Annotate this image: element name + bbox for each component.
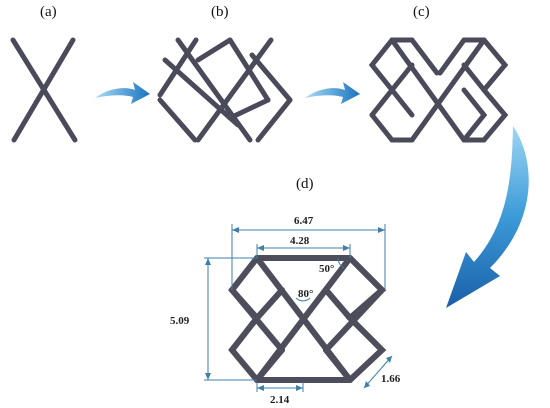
angle-center: 80° (298, 288, 313, 300)
dim-strut-length: 1.66 (381, 373, 401, 385)
dim-bottom-segment: 2.14 (270, 394, 290, 406)
curved-arrow-icon (305, 82, 360, 104)
panel-b-branched-unit (157, 37, 293, 143)
dimension-lines (204, 224, 393, 392)
large-curved-arrow-icon (446, 126, 529, 308)
angle-top: 50° (319, 263, 334, 275)
panel-a-x-unit (10, 37, 78, 143)
panel-label-d: (d) (296, 176, 314, 192)
curved-arrow-icon (95, 82, 150, 104)
panel-label-c: (c) (413, 4, 430, 20)
dim-height: 5.09 (170, 315, 190, 327)
panel-label-a: (a) (40, 4, 57, 20)
panel-d-dimensioned-structure (228, 255, 387, 383)
dim-top-width: 4.28 (290, 235, 310, 247)
panel-label-b: (b) (211, 4, 229, 20)
dim-outer-width: 6.47 (294, 215, 314, 227)
panel-c-lattice-unit (368, 37, 509, 143)
